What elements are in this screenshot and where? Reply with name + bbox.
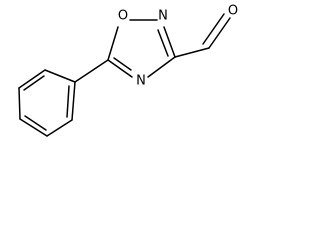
bond-ph-2 (18, 69, 46, 89)
bond-ph-double-3 (66, 85, 70, 118)
bond-n4-c5 (107, 59, 133, 78)
aldehyde-group (174, 13, 231, 58)
molecule-drawing: O N N O (18, 4, 238, 137)
oxadiazole-ring (74, 19, 176, 83)
structure-canvas: O N N O (0, 0, 242, 142)
bond-n2-c3 (163, 26, 176, 58)
bond-ph-5 (46, 119, 73, 137)
bond-c5-o1 (107, 26, 119, 61)
bond-ph-6 (71, 81, 76, 121)
bond-ph-double-1 (23, 75, 45, 91)
bond-c3-n4 (147, 56, 176, 78)
atom-label-n-top: N (158, 9, 168, 24)
bond-n4-c5-double (113, 57, 132, 71)
bond-n2-c3-double (157, 29, 169, 57)
bond-phenyl-c5 (74, 59, 109, 83)
bond-ph-1 (44, 69, 76, 83)
bond-ph-3 (18, 87, 21, 120)
bond-cho-o-double (202, 13, 225, 45)
bond-c3-cho (174, 47, 210, 58)
phenyl-ring (18, 69, 76, 137)
atom-label-n-bottom: N (136, 74, 146, 89)
bond-ph-4 (19, 118, 48, 137)
atom-label-o-aldehyde: O (228, 4, 238, 19)
atom-label-o-ring: O (118, 9, 128, 24)
bond-cho-o (208, 17, 231, 49)
bond-ph-double-2 (24, 115, 47, 131)
